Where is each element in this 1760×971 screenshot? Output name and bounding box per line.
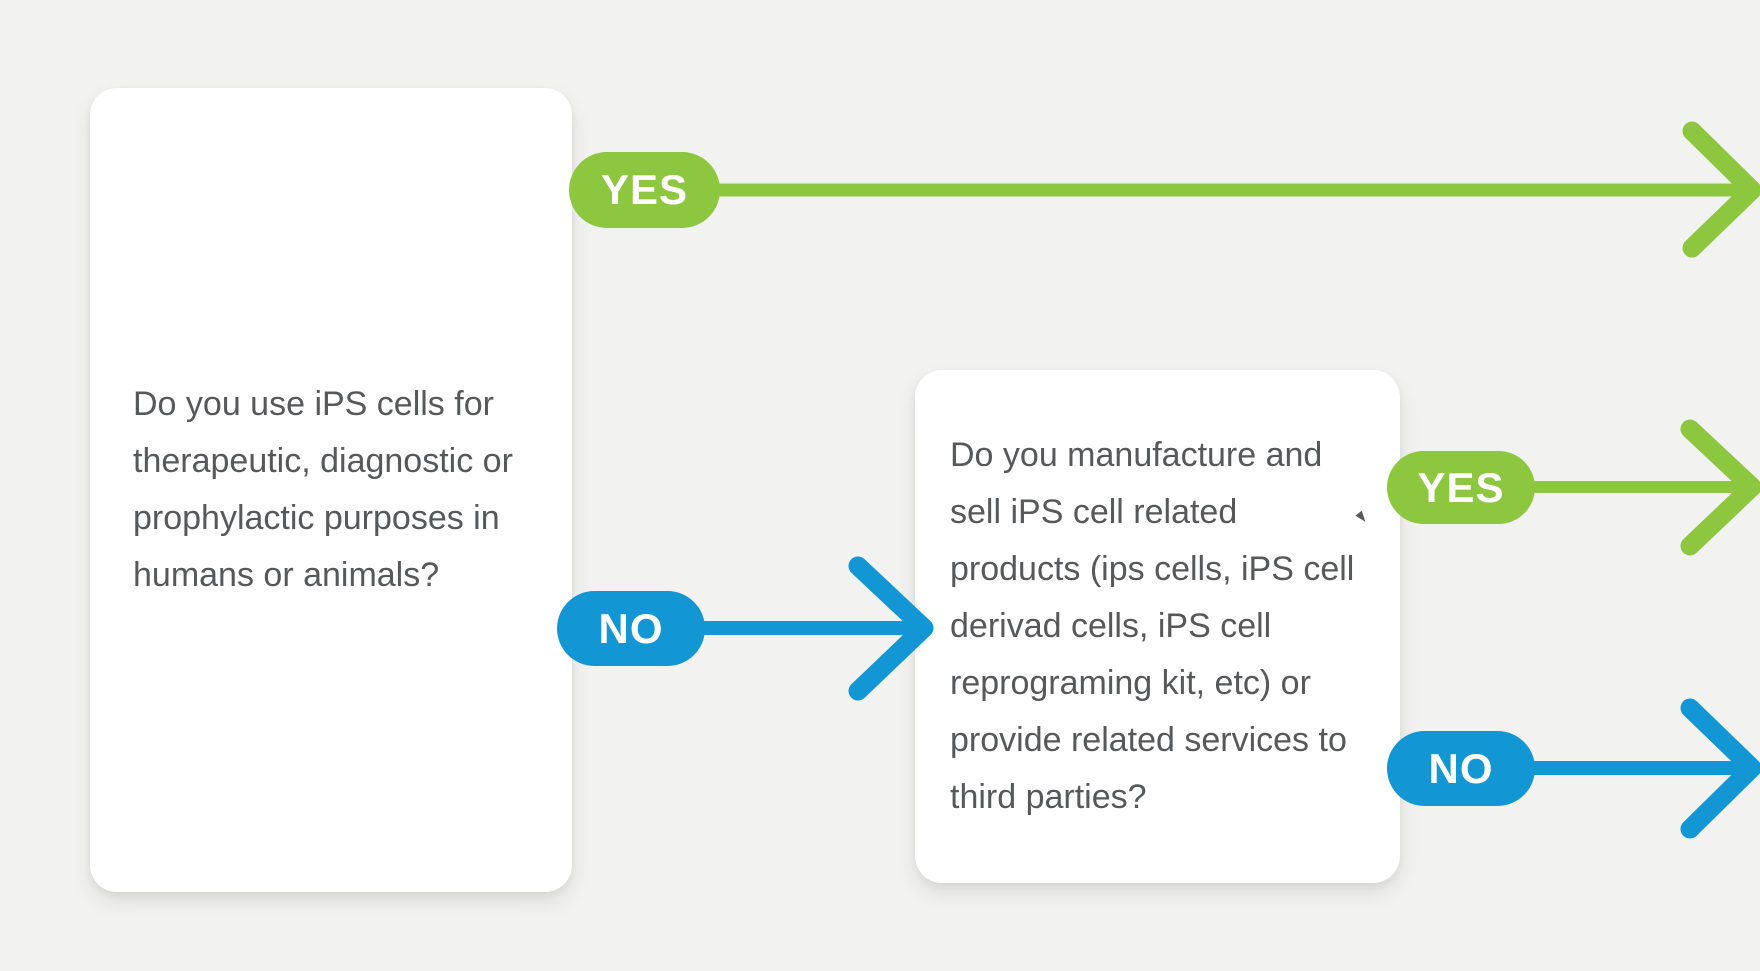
- question-card-1: Do you use iPS cells for therapeutic, di…: [90, 88, 572, 892]
- q1-yes-arrow: [714, 121, 1760, 258]
- question-line: provide related services to: [950, 721, 1347, 759]
- q1-no-label-pill: NO: [557, 591, 705, 666]
- question-line: Do you manufacture and: [950, 436, 1323, 474]
- question-line: reprograming kit, etc) or: [950, 664, 1311, 702]
- q2-yes-arrow: [1530, 419, 1760, 556]
- question-line: products (ips cells, iPS cell: [950, 550, 1355, 588]
- question-line: Do you use iPS cells for: [133, 385, 494, 423]
- arrow-head-icon: [1680, 698, 1760, 839]
- q1-no-arrow: [700, 556, 934, 701]
- q2-yes-label-pill: YES: [1387, 451, 1535, 524]
- question-line: sell iPS cell related: [950, 493, 1238, 531]
- question-line: derivad cells, iPS cell: [950, 607, 1272, 645]
- q2-no-arrow: [1530, 698, 1760, 839]
- question-line: humans or animals?: [133, 556, 440, 594]
- question-line: prophylactic purposes in: [133, 499, 500, 537]
- arrow-head-icon: [1682, 121, 1760, 258]
- q2-no-label-pill: NO: [1387, 731, 1535, 806]
- q1-yes-label-pill: YES: [569, 152, 720, 228]
- question-line: therapeutic, diagnostic or: [133, 442, 513, 480]
- question-card-2: Do you manufacture and sell iPS cell rel…: [915, 370, 1400, 883]
- arrow-head-icon: [1680, 419, 1760, 556]
- question-line: third parties?: [950, 778, 1147, 816]
